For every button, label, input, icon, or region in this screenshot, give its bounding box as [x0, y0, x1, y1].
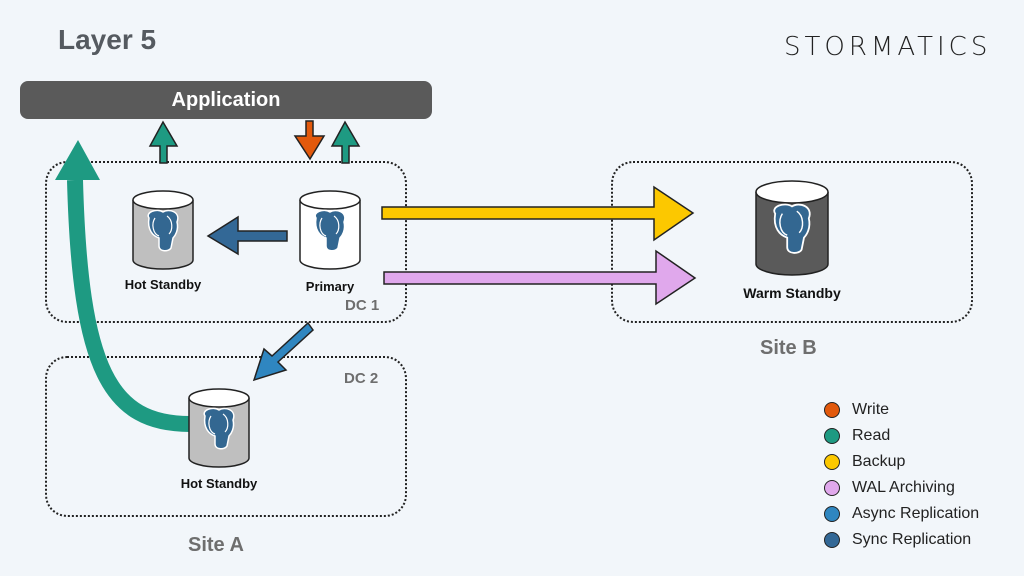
hot-standby-dc1-label: Hot Standby [124, 277, 202, 292]
read-arrow-1 [148, 120, 179, 164]
legend-label: WAL Archiving [852, 479, 955, 496]
legend-item-read: Read [824, 423, 979, 449]
legend-label: Async Replication [852, 505, 980, 522]
legend-label: Read [852, 427, 891, 444]
warm-standby-db [755, 180, 829, 276]
site-b-label: Site B [760, 337, 817, 359]
dc1-label: DC 1 [345, 297, 380, 314]
legend-item-backup: Backup [824, 449, 979, 475]
sync-replication-arrow [206, 215, 288, 256]
legend-label: Write [852, 401, 890, 418]
primary-label: Primary [305, 279, 355, 294]
sync-dot-icon [824, 532, 840, 548]
legend: Write Read Backup WAL Archiving Async Re… [824, 397, 979, 553]
hot-standby-dc2-label: Hot Standby [180, 476, 258, 491]
legend-item-wal-archiving: WAL Archiving [824, 475, 979, 501]
primary-db [299, 190, 361, 270]
write-arrow [293, 120, 326, 161]
legend-item-write: Write [824, 397, 979, 423]
wal-dot-icon [824, 480, 840, 496]
wal-archiving-arrow [383, 249, 697, 306]
dc1-box [45, 161, 407, 323]
write-dot-icon [824, 402, 840, 418]
read-dot-icon [824, 428, 840, 444]
dc2-label: DC 2 [344, 370, 379, 387]
application-bar: Application [20, 81, 432, 119]
read-curve-arrow [67, 179, 191, 432]
stormatics-logo: STORMATICS [784, 32, 992, 62]
warm-standby-label: Warm Standby [743, 285, 841, 301]
backup-arrow [381, 185, 695, 242]
backup-dot-icon [824, 454, 840, 470]
async-replication-arrow [252, 321, 314, 382]
async-dot-icon [824, 506, 840, 522]
read-curve-arrowhead [55, 140, 100, 180]
hot-standby-dc2-db [188, 388, 250, 468]
legend-item-async: Async Replication [824, 501, 979, 527]
read-arrow-2 [330, 120, 361, 164]
legend-item-sync: Sync Replication [824, 527, 979, 553]
hot-standby-dc1-db [132, 190, 194, 270]
site-a-label: Site A [188, 534, 244, 556]
page-title: Layer 5 [58, 24, 157, 55]
site-b-box [611, 161, 973, 323]
dc2-box [45, 356, 407, 517]
legend-label: Backup [852, 453, 906, 470]
legend-label: Sync Replication [852, 531, 972, 548]
